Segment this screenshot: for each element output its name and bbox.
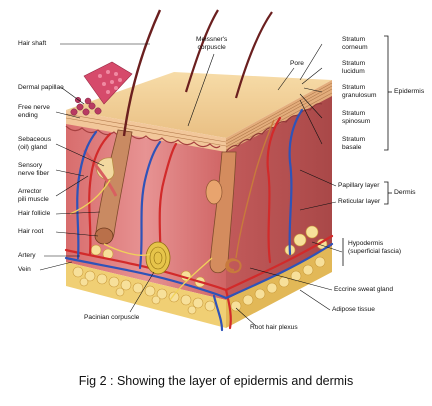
- label-stratum-corneum: Stratum corneum: [342, 36, 368, 52]
- label-stratum-spinosum-line2: spinosum: [342, 118, 371, 125]
- label-arrector-pili: Arrector pili muscle: [18, 188, 49, 204]
- leader-lines: [39, 43, 343, 327]
- label-sensory-nerve-fiber: Sensory nerve fiber: [18, 162, 49, 178]
- label-hypodermis-line1: Hypodermis: [348, 240, 384, 247]
- hair-shaft-3: [234, 11, 273, 99]
- label-adipose-tissue: Adipose tissue: [332, 306, 375, 313]
- label-hair-shaft: Hair shaft: [18, 40, 47, 47]
- label-stratum-lucidum-line1: Stratum: [342, 60, 366, 67]
- label-artery: Artery: [18, 252, 36, 259]
- veins: [64, 108, 334, 332]
- hair-shaft-1: [122, 9, 162, 137]
- eccrine-sweat-gland-shape: [225, 119, 275, 274]
- label-reticular-layer: Reticular layer: [338, 198, 381, 205]
- label-meissners-corpuscle: Meissner's corpuscle: [196, 36, 227, 52]
- label-stratum-lucidum-line2: lucidum: [342, 68, 365, 75]
- label-stratum-lucidum: Stratum lucidum: [342, 60, 365, 76]
- label-arrector-pili-line1: Arrector: [18, 188, 42, 195]
- label-hair-root: Hair root: [18, 228, 44, 235]
- label-sebaceous-gland-line1: Sebaceous: [18, 136, 51, 143]
- arrector-pili-left: [82, 149, 118, 197]
- label-papillary-layer: Papillary layer: [338, 182, 380, 189]
- label-stratum-corneum-line2: corneum: [342, 44, 368, 51]
- label-eccrine-sweat-gland: Eccrine sweat gland: [334, 286, 394, 293]
- label-root-hair-plexus: Root hair plexus: [250, 324, 298, 331]
- label-stratum-granulosum-line2: granulosum: [342, 92, 377, 99]
- label-stratum-spinosum-line1: Stratum: [342, 110, 366, 117]
- label-stratum-corneum-line1: Stratum: [342, 36, 366, 43]
- label-pacinian-corpuscle: Pacinian corpuscle: [84, 314, 140, 321]
- epidermis-flap: [83, 61, 133, 105]
- dermis-side-face: [226, 90, 332, 300]
- label-stratum-granulosum: Stratum granulosum: [342, 84, 376, 100]
- label-pore: Pore: [290, 60, 304, 67]
- group-label-dermis: Dermis: [394, 189, 416, 196]
- nerve-fibers: [69, 179, 213, 301]
- label-hypodermis: Hypodermis (superficial fascia): [348, 240, 401, 256]
- label-sensory-nerve-fiber-line1: Sensory: [18, 162, 43, 169]
- label-stratum-granulosum-line1: Stratum: [342, 84, 366, 91]
- group-brackets: [342, 35, 392, 266]
- label-sebaceous-gland: Sebaceous (oil) gland: [18, 136, 51, 152]
- label-stratum-basale-line2: basale: [342, 144, 362, 151]
- sebaceous-gland-center: [205, 179, 223, 205]
- group-label-epidermis: Epidermis: [394, 88, 425, 95]
- epidermis-front-band: [66, 110, 226, 152]
- adipose-cells: [72, 225, 328, 315]
- label-free-nerve-ending-line2: ending: [18, 112, 38, 119]
- label-arrector-pili-line2: pili muscle: [18, 196, 49, 203]
- label-meissners-corpuscle-line1: Meissner's: [196, 36, 228, 43]
- label-hypodermis-line2: (superficial fascia): [348, 248, 402, 255]
- label-stratum-basale: Stratum basale: [342, 136, 365, 152]
- epidermis-side-band: [226, 80, 332, 152]
- label-meissners-corpuscle-line2: corpuscle: [197, 44, 226, 51]
- dermal-papillae-bumps: [70, 96, 102, 116]
- hair-follicle-center: [209, 151, 237, 274]
- label-free-nerve-ending: Free nerve ending: [18, 104, 50, 120]
- label-free-nerve-ending-line1: Free nerve: [18, 104, 50, 111]
- label-hair-follicle: Hair follicle: [18, 210, 51, 217]
- flap-texture: [98, 70, 122, 94]
- figure-caption: Fig 2 : Showing the layer of epidermis a…: [78, 374, 354, 388]
- label-vein: Vein: [18, 266, 31, 273]
- label-stratum-spinosum: Stratum spinosum: [342, 110, 370, 126]
- label-stratum-basale-line1: Stratum: [342, 136, 366, 143]
- papillary-ridge: [65, 125, 221, 149]
- label-dermal-papillae: Dermal papillae: [18, 84, 64, 91]
- pacinian-corpuscle-shape: [145, 241, 171, 275]
- hair-shaft-2: [184, 9, 219, 93]
- label-sebaceous-gland-line2: (oil) gland: [18, 144, 47, 151]
- label-sensory-nerve-fiber-line2: nerve fiber: [18, 170, 50, 177]
